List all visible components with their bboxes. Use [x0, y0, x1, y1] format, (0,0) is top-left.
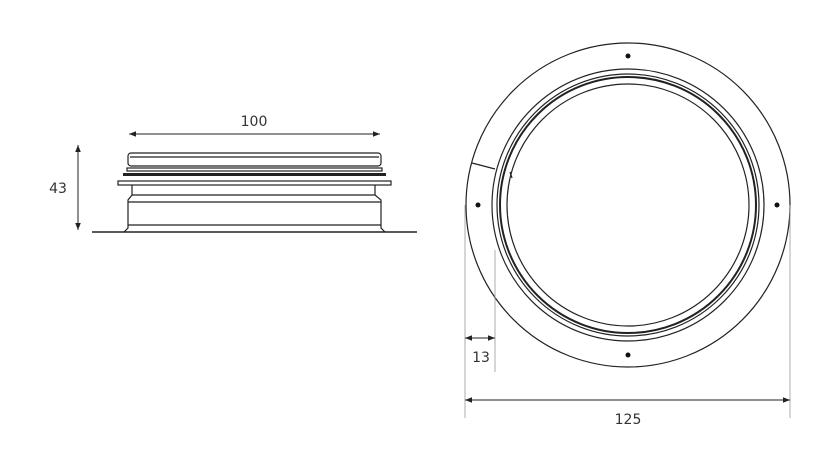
seal-ring [126, 167, 383, 172]
top-cap [127, 152, 382, 167]
height-label: 43 [49, 181, 67, 197]
flange-label: 13 [472, 350, 490, 366]
side-view: 100 43 [49, 114, 417, 233]
mounting-hole [625, 53, 631, 59]
mounting-hole [625, 352, 631, 358]
seal-ring-thick [123, 173, 386, 176]
inner-opening [506, 83, 750, 327]
flange [117, 180, 392, 186]
notch-line [471, 162, 496, 170]
ring [499, 76, 757, 334]
ring [491, 68, 765, 342]
top-view: 13 125 [464, 42, 791, 428]
mounting-hole [774, 202, 780, 208]
notch-tick [509, 171, 513, 179]
body-outline [123, 185, 386, 233]
diameter-label: 125 [615, 412, 642, 428]
mounting-hole [475, 202, 481, 208]
width-label: 100 [241, 114, 268, 130]
outer-flange [465, 42, 791, 368]
ring [496, 73, 760, 337]
